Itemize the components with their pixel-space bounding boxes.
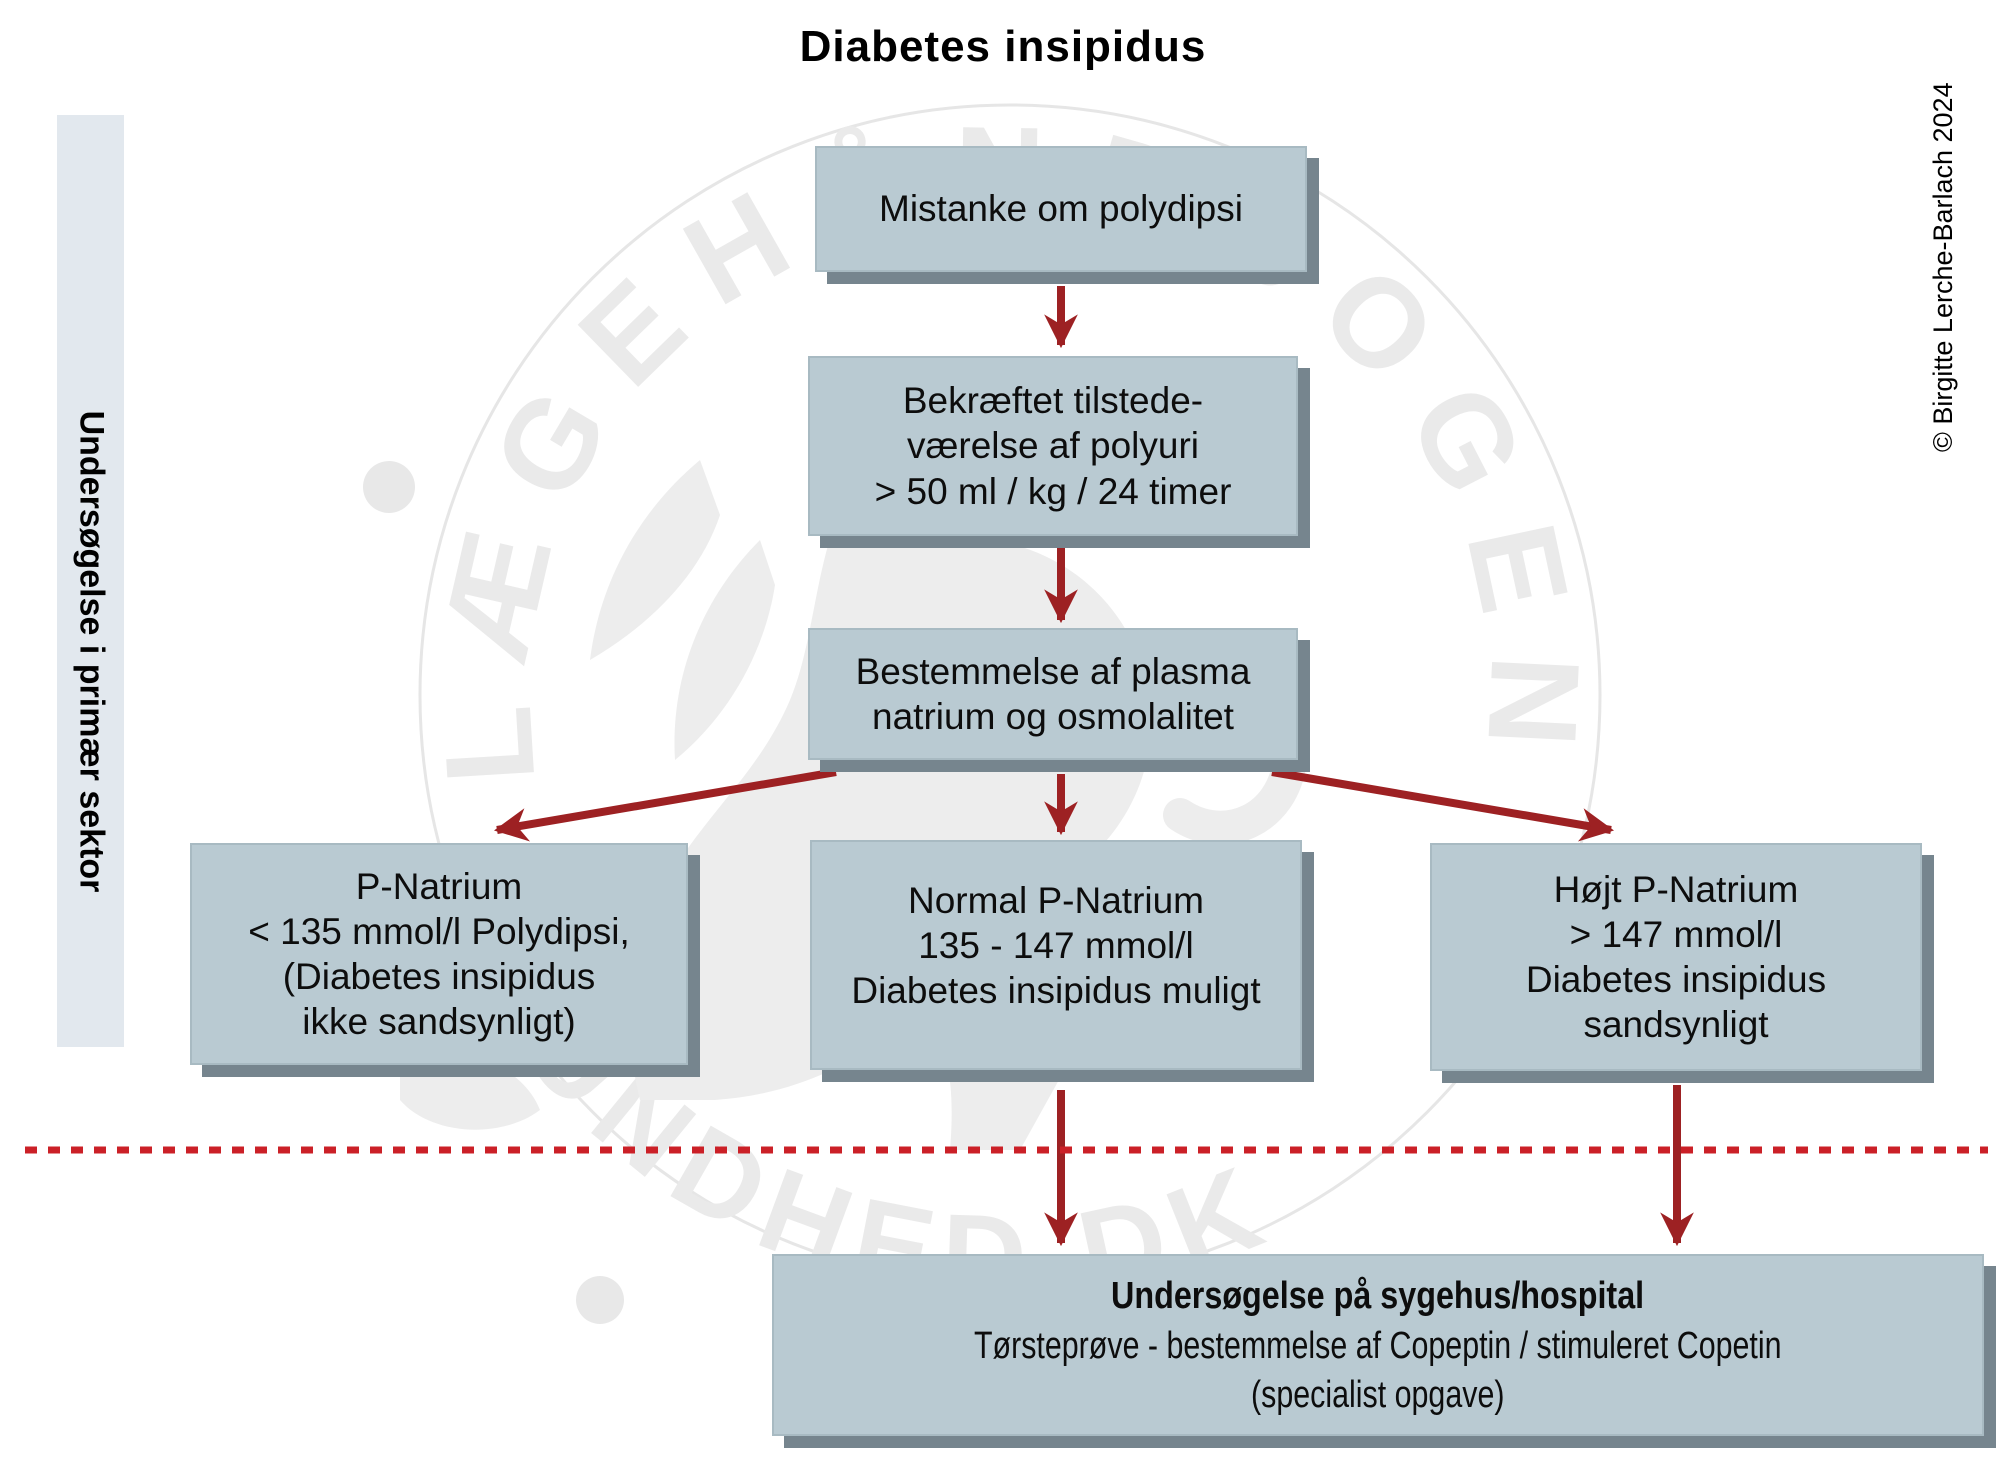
box-plasma-sodium-osmolality: Bestemmelse af plasma natrium og osmolal… [808, 628, 1298, 760]
primary-sector-band: Undersøgelse i primær sektor [57, 115, 124, 1047]
box-hospital-investigation: Undersøgelse på sygehus/hospital Tørstep… [772, 1254, 1984, 1436]
watermark-claw-1 [590, 460, 720, 660]
box-normal-sodium: Normal P-Natrium 135 - 147 mmol/l Diabet… [810, 840, 1302, 1070]
hospital-body: Tørsteprøve - bestemmelse af Copeptin / … [974, 1325, 1782, 1416]
box-normal-sodium-text: Normal P-Natrium 135 - 147 mmol/l Diabet… [851, 880, 1261, 1012]
arrow-plasma-to-high [1271, 768, 1615, 842]
hospital-title: Undersøgelse på sygehus/hospital [1111, 1274, 1645, 1317]
box-suspicion-text: Mistanke om polydipsi [879, 188, 1243, 230]
watermark-dot-left [363, 461, 415, 513]
watermark-splash [400, 1052, 540, 1130]
box-low-sodium: P-Natrium < 135 mmol/l Polydipsi, (Diabe… [190, 843, 688, 1065]
box-low-sodium-text: P-Natrium < 135 mmol/l Polydipsi, (Diabe… [248, 865, 630, 1043]
box-high-sodium-text: Højt P-Natrium > 147 mmol/l Diabetes ins… [1525, 868, 1827, 1046]
watermark-dot-bottom [576, 1276, 624, 1324]
box-confirmed-polyuria: Bekræftet tilstede- værelse af polyuri >… [808, 356, 1298, 536]
page-title: Diabetes insipidus [799, 22, 1207, 71]
box-polyuria-text: Bekræftet tilstede- værelse af polyuri >… [874, 380, 1232, 512]
box-suspicion-polydipsia: Mistanke om polydipsi [815, 146, 1307, 272]
watermark-claw-2 [674, 540, 775, 760]
arrow-plasma-to-low [493, 768, 837, 842]
box-high-sodium: Højt P-Natrium > 147 mmol/l Diabetes ins… [1430, 843, 1922, 1071]
box-plasma-text: Bestemmelse af plasma natrium og osmolal… [855, 650, 1251, 737]
